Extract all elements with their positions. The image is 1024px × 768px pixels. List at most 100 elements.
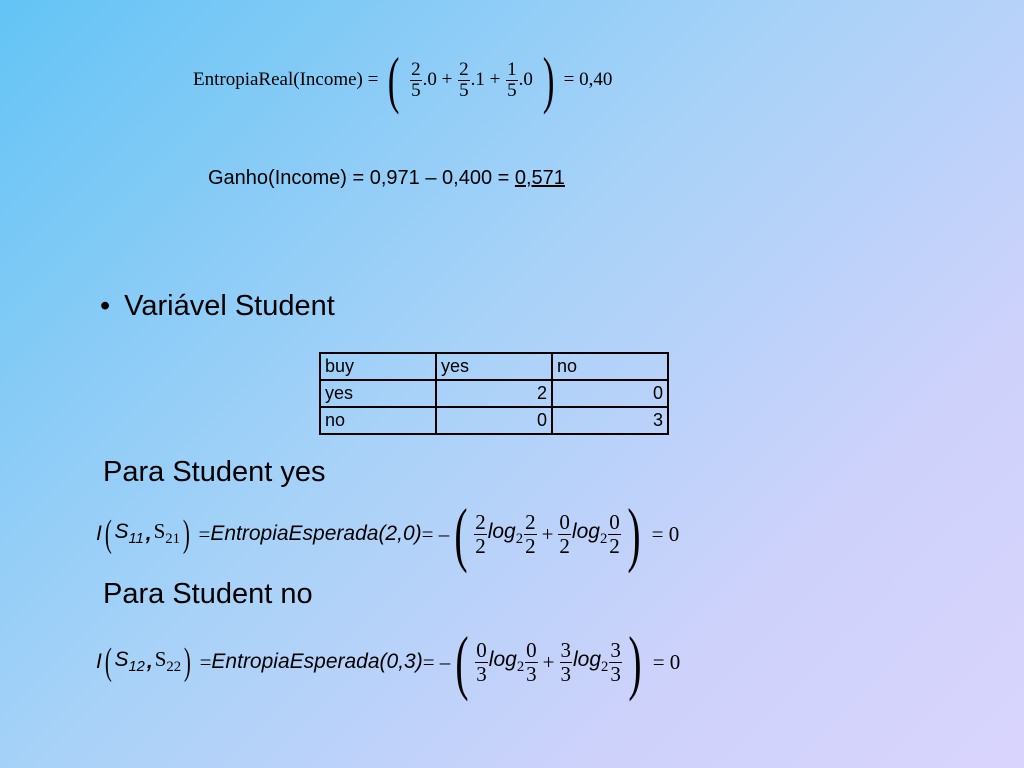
right-paren: ) bbox=[627, 494, 641, 574]
denominator: 3 bbox=[476, 661, 487, 686]
plus-sign: + bbox=[542, 649, 555, 674]
table-row: yes 2 0 bbox=[319, 379, 669, 408]
term-suffix: .0 + bbox=[422, 69, 453, 90]
log-text: log bbox=[488, 647, 517, 671]
left-paren: ( bbox=[455, 622, 469, 702]
numerator: 2 bbox=[410, 58, 422, 81]
fraction: 2 5 bbox=[410, 58, 422, 101]
eq-name: EntropiaEsperada(0,3) bbox=[211, 650, 423, 673]
eq-s2: S21 bbox=[154, 519, 180, 548]
log-base: 2 bbox=[515, 531, 524, 548]
eq-equals-minus: = – bbox=[422, 649, 451, 674]
denominator: 3 bbox=[560, 661, 572, 686]
table-cell: 0 bbox=[435, 406, 553, 435]
eq-s2-letter: S bbox=[153, 519, 166, 544]
bullet-variavel-student: • Variável Student bbox=[100, 290, 335, 323]
denominator: 2 bbox=[525, 533, 536, 558]
eq-result: = 0 bbox=[652, 649, 681, 674]
log-text: log bbox=[487, 519, 516, 543]
left-paren: ( bbox=[104, 513, 112, 555]
log-label: log2 bbox=[489, 648, 524, 676]
numerator: 2 bbox=[474, 510, 487, 535]
eq-s1: S11 bbox=[115, 520, 144, 547]
eq-i: I bbox=[96, 650, 102, 673]
left-paren: ( bbox=[454, 494, 468, 574]
denominator: 5 bbox=[459, 79, 469, 101]
fraction: 2 5 bbox=[458, 58, 470, 101]
log-base: 2 bbox=[516, 659, 525, 676]
table-row: no 0 3 bbox=[319, 406, 669, 435]
eq-s2-letter: S bbox=[154, 647, 167, 672]
numerator: 0 bbox=[475, 638, 488, 663]
table-cell: yes bbox=[319, 379, 437, 408]
log-base: 2 bbox=[601, 659, 609, 676]
table-header: no bbox=[551, 352, 669, 381]
table-cell: no bbox=[319, 406, 437, 435]
left-paren: ( bbox=[104, 641, 112, 683]
eq-s1: S12 bbox=[115, 648, 145, 675]
eq-s2-sub: 22 bbox=[166, 659, 182, 676]
right-paren: ) bbox=[183, 641, 191, 683]
numerator: 0 bbox=[558, 510, 571, 535]
numerator: 0 bbox=[525, 638, 538, 663]
numerator: 2 bbox=[524, 510, 537, 535]
log-label: log2 bbox=[573, 648, 608, 676]
eq-s2-sub: 21 bbox=[165, 531, 180, 548]
numerator: 0 bbox=[608, 510, 621, 535]
fraction: 1 5 bbox=[506, 58, 518, 101]
denominator: 2 bbox=[475, 533, 486, 558]
formula-equals: = bbox=[367, 69, 379, 90]
log-label: log2 bbox=[488, 520, 523, 548]
formula-lhs: EntropiaReal(Income) bbox=[193, 69, 363, 90]
table-header: yes bbox=[435, 352, 553, 381]
log-label: log2 bbox=[572, 520, 607, 548]
numerator: 3 bbox=[559, 638, 573, 663]
eq-s1-letter: S bbox=[114, 520, 129, 544]
ganho-prefix: Ganho(Income) = 0,971 – 0,400 = bbox=[208, 167, 515, 189]
eq-equals: = bbox=[199, 649, 212, 674]
eq-equals-minus: = – bbox=[421, 521, 450, 546]
eq-i: I bbox=[96, 522, 102, 545]
student-table: buy yes no yes 2 0 no 0 3 bbox=[319, 352, 669, 435]
eq-equals: = bbox=[198, 521, 211, 546]
denominator: 2 bbox=[609, 533, 620, 558]
denominator: 5 bbox=[411, 79, 421, 101]
eq-result: = 0 bbox=[651, 521, 680, 546]
entropia-real-income-formula: EntropiaReal(Income) = ( 2 5 .0 + 2 5 .1… bbox=[193, 48, 612, 112]
denominator: 3 bbox=[526, 661, 537, 686]
eq-s1-letter: S bbox=[114, 648, 129, 672]
numerator: 1 bbox=[506, 58, 518, 81]
equation-student-yes: I(S11,S21) = EntropiaEsperada(2,0) = –(2… bbox=[96, 498, 679, 570]
term-suffix: .1 + bbox=[470, 69, 501, 90]
bullet-text: Variável Student bbox=[124, 290, 335, 322]
table-header: buy bbox=[319, 352, 437, 381]
table-cell: 0 bbox=[551, 379, 669, 408]
term-suffix: .0 bbox=[518, 69, 533, 90]
right-paren: ) bbox=[542, 44, 555, 115]
denominator: 2 bbox=[559, 533, 570, 558]
log-text: log bbox=[571, 519, 600, 543]
log-text: log bbox=[573, 647, 602, 671]
table-cell: 2 bbox=[435, 379, 553, 408]
equation-student-no: I(S12,S22) = EntropiaEsperada(0,3) = –(0… bbox=[96, 626, 680, 698]
heading-student-yes: Para Student yes bbox=[103, 456, 326, 488]
plus-sign: + bbox=[541, 521, 554, 546]
table-header-row: buy yes no bbox=[319, 352, 669, 381]
eq-s1-sub: 12 bbox=[128, 659, 145, 676]
eq-name: EntropiaEsperada(2,0) bbox=[210, 522, 422, 545]
eq-comma: , bbox=[146, 650, 153, 673]
eq-s1-sub: 11 bbox=[128, 531, 144, 548]
numerator: 2 bbox=[458, 58, 470, 81]
right-paren: ) bbox=[628, 622, 642, 702]
bullet-dot: • bbox=[100, 290, 111, 322]
denominator: 5 bbox=[507, 79, 517, 101]
numerator: 3 bbox=[609, 638, 622, 663]
log-base: 2 bbox=[599, 531, 608, 548]
